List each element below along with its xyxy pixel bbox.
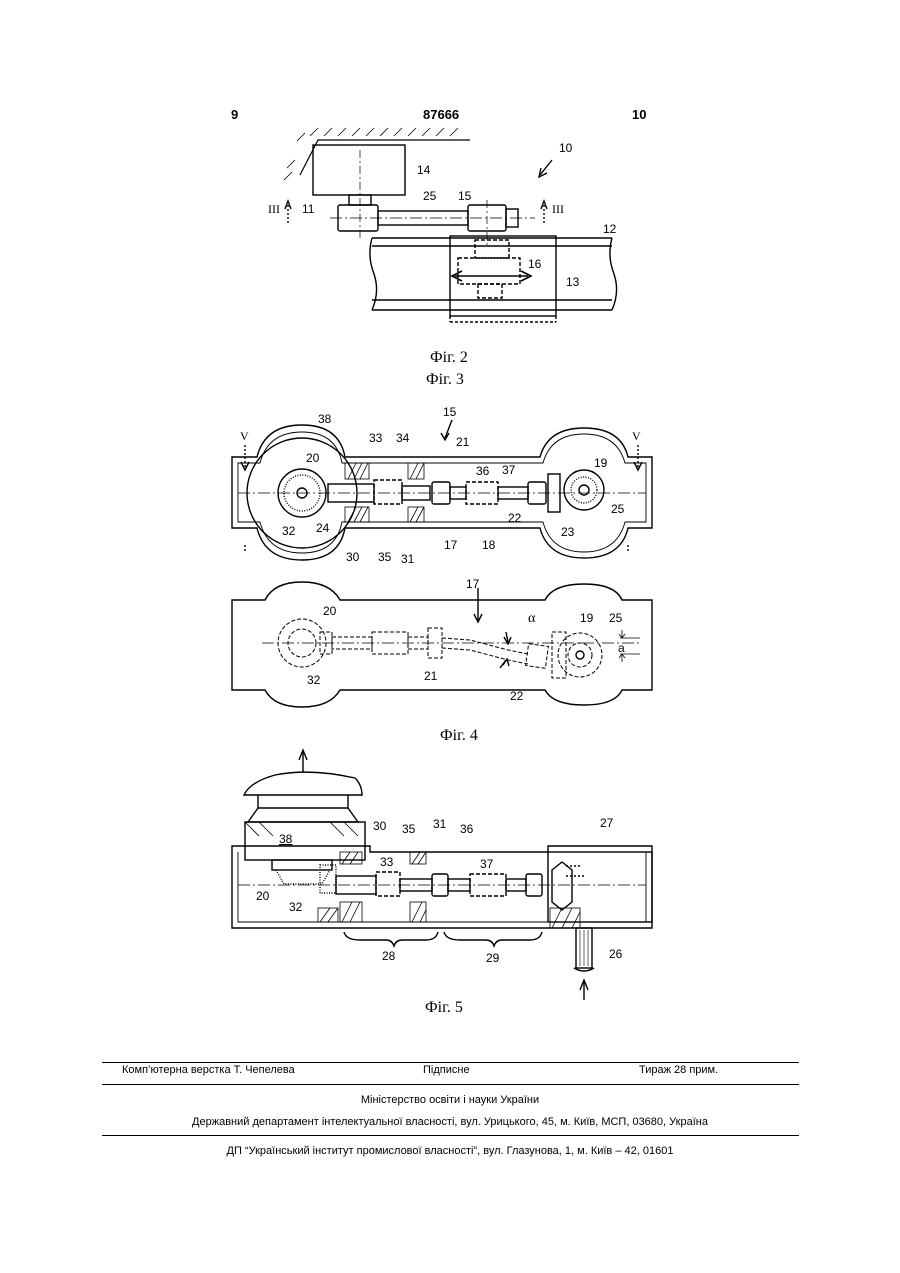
fig2-caption: Фіг. 2 xyxy=(430,349,468,367)
fig5-label-30: 30 xyxy=(373,819,387,833)
fig3-section-right: V xyxy=(632,429,641,443)
fig5-drawing xyxy=(232,750,652,1000)
fig5-label-33: 33 xyxy=(380,855,394,869)
fig5-label-37: 37 xyxy=(480,857,494,871)
fig2-label-10: 10 xyxy=(559,141,573,155)
fig5-label-29: 29 xyxy=(486,951,500,965)
fig3-label-15: 15 xyxy=(443,405,457,419)
fig5-caption: Фіг. 5 xyxy=(425,999,463,1017)
fig3-label-20: 20 xyxy=(306,451,320,465)
fig3-label-33: 33 xyxy=(369,431,383,445)
footer-institute: ДП “Український інститут промислової вла… xyxy=(0,1145,900,1157)
fig2-label-13: 13 xyxy=(566,275,580,289)
fig2-section-left: III xyxy=(268,202,280,216)
fig5-label-32: 32 xyxy=(289,900,303,914)
fig2-label-15: 15 xyxy=(458,189,472,203)
footer-circulation: Тираж 28 прим. xyxy=(639,1064,718,1076)
footer-rule-middle xyxy=(102,1084,799,1085)
fig4-label-a: a xyxy=(618,641,625,655)
fig4-label-20: 20 xyxy=(323,604,337,618)
fig3-label-38: 38 xyxy=(318,412,332,426)
footer-ministry: Міністерство освіти і науки України xyxy=(0,1094,900,1106)
fig3-label-37: 37 xyxy=(502,463,516,477)
footer-signed: Підписне xyxy=(423,1064,470,1076)
fig4-label-19: 19 xyxy=(580,611,594,625)
fig3-label-30: 30 xyxy=(346,550,360,564)
footer-rule-bottom xyxy=(102,1135,799,1136)
fig5-label-26: 26 xyxy=(609,947,623,961)
fig3-label-18: 18 xyxy=(482,538,496,552)
fig3-drawing xyxy=(232,420,652,560)
footer-rule-top xyxy=(102,1062,799,1063)
fig2-label-25: 25 xyxy=(423,189,437,203)
fig3-label-24: 24 xyxy=(316,521,330,535)
fig4-label-17: 17 xyxy=(466,577,480,591)
fig3-label-22: 22 xyxy=(508,511,522,525)
fig2-drawing xyxy=(284,128,617,322)
fig3-label-19: 19 xyxy=(594,456,608,470)
fig2-label-14: 14 xyxy=(417,163,431,177)
fig5-label-38: 38 xyxy=(279,832,293,846)
fig4-label-alpha: α xyxy=(528,611,536,626)
fig4-label-25: 25 xyxy=(609,611,623,625)
fig5-label-31: 31 xyxy=(433,817,447,831)
fig5-label-20: 20 xyxy=(256,889,270,903)
fig5-label-35: 35 xyxy=(402,822,416,836)
fig3-label-31: 31 xyxy=(401,552,415,566)
fig3-label-36: 36 xyxy=(476,464,490,478)
fig2-section-right: III xyxy=(552,202,564,216)
fig3-label-25: 25 xyxy=(611,502,625,516)
fig3-label-23: 23 xyxy=(561,525,575,539)
fig2-label-16: 16 xyxy=(528,257,542,271)
fig3-label-35: 35 xyxy=(378,550,392,564)
fig3-label-34: 34 xyxy=(396,431,410,445)
fig2-label-12: 12 xyxy=(603,222,617,236)
fig5-label-36: 36 xyxy=(460,822,474,836)
fig3-label-17: 17 xyxy=(444,538,458,552)
fig5-label-27: 27 xyxy=(600,816,614,830)
fig4-caption: Фіг. 4 xyxy=(440,727,478,745)
fig3-section-left: V xyxy=(240,429,249,443)
fig2-label-11: 11 xyxy=(302,202,315,216)
fig4-label-32: 32 xyxy=(307,673,321,687)
fig4-label-21: 21 xyxy=(424,669,438,683)
fig3-label-32: 32 xyxy=(282,524,296,538)
fig3-caption: Фіг. 3 xyxy=(426,371,464,389)
fig4-label-22: 22 xyxy=(510,689,524,703)
footer-typesetting: Комп’ютерна верстка Т. Чепелева xyxy=(122,1064,295,1076)
footer-department: Державний департамент інтелектуальної вл… xyxy=(0,1116,900,1128)
fig3-label-21: 21 xyxy=(456,435,470,449)
fig4-drawing xyxy=(232,582,652,707)
fig5-label-28: 28 xyxy=(382,949,396,963)
